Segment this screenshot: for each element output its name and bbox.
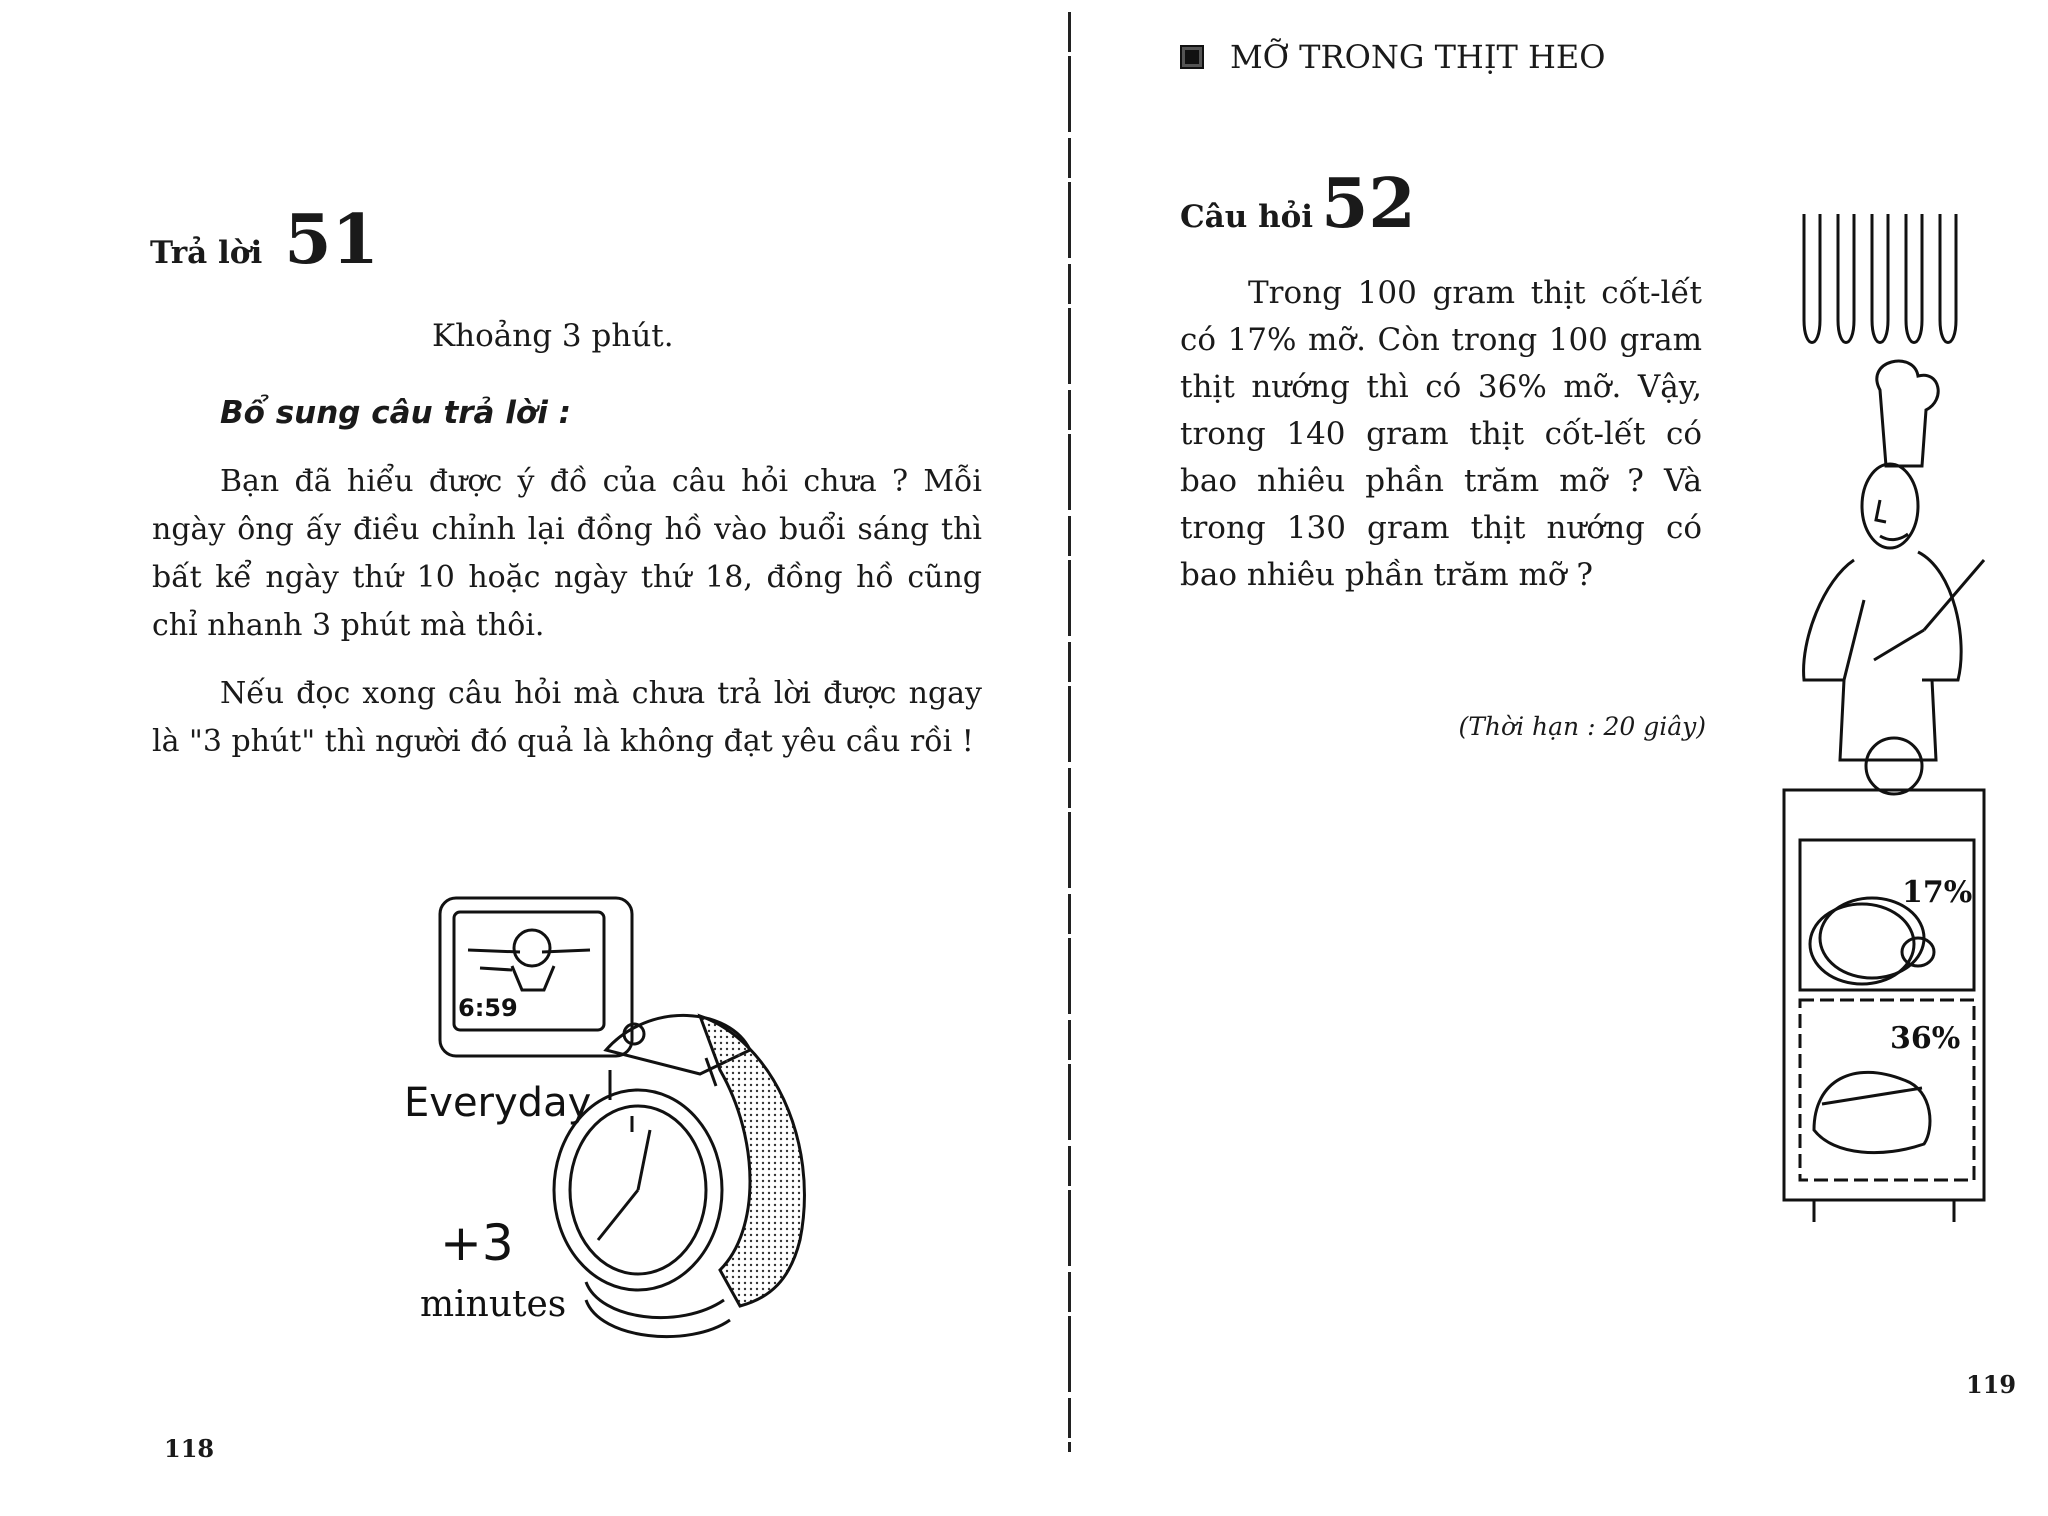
question-body-text: Trong 100 gram thịt cốt-lết có 17% mỡ. C…: [1180, 275, 1702, 593]
right-page: MỠ TRONG THỊT HEO Câu hỏi 52 Trong 100 g…: [1074, 0, 2048, 1516]
answer-heading: Trả lời 51: [150, 206, 379, 274]
square-bullet-icon: [1180, 45, 1204, 69]
answer-label: Trả lời: [150, 235, 263, 271]
everyday-caption: Everyday: [404, 1080, 591, 1126]
section-heading: MỠ TRONG THỊT HEO: [1180, 38, 1605, 76]
tv-icon: [438, 896, 634, 1058]
answer-paragraph-1: Bạn đã hiểu được ý đồ của câu hỏi chưa ?…: [152, 458, 982, 650]
chef-and-cabinet-illustration: 17% 36%: [1782, 214, 1986, 1222]
tv-and-watch-illustration: 6:59 Everyday +3 minutes: [404, 896, 806, 1338]
short-answer: Khoảng 3 phút.: [432, 318, 674, 354]
plus-three-caption: +3: [440, 1214, 514, 1272]
answer-number: 51: [284, 200, 379, 280]
answer-paragraph-2: Nếu đọc xong câu hỏi mà chưa trả lời đượ…: [152, 670, 982, 766]
book-spine: [1068, 12, 1071, 1452]
paragraph-1-text: Bạn đã hiểu được ý đồ của câu hỏi chưa ?…: [152, 464, 982, 643]
meat-cabinet-icon: [1782, 788, 1986, 1222]
page-number-left: 118: [164, 1434, 215, 1463]
time-limit: (Thời hạn : 20 giây): [1458, 712, 1707, 741]
left-page: Trả lời 51 Khoảng 3 phút. Bổ sung câu tr…: [150, 206, 982, 1463]
cabinet-label-17: 17%: [1902, 875, 1972, 910]
supplement-heading: Bổ sung câu trả lời :: [220, 395, 572, 431]
tv-time-text: 6:59: [458, 994, 518, 1022]
paragraph-2-text: Nếu đọc xong câu hỏi mà chưa trả lời đượ…: [152, 676, 982, 759]
question-text: Trong 100 gram thịt cốt-lết có 17% mỡ. C…: [1180, 270, 1702, 599]
section-title: MỠ TRONG THỊT HEO: [1230, 38, 1606, 76]
question-heading: Câu hỏi 52: [1180, 170, 1416, 238]
minutes-caption: minutes: [420, 1284, 566, 1325]
chef-icon: [1802, 359, 1986, 796]
hanging-utensils-icon: [1802, 214, 1958, 344]
question-label: Câu hỏi: [1180, 199, 1314, 235]
cabinet-label-36: 36%: [1890, 1021, 1960, 1056]
page-number-right: 119: [1966, 1370, 2017, 1399]
question-number: 52: [1321, 164, 1416, 244]
